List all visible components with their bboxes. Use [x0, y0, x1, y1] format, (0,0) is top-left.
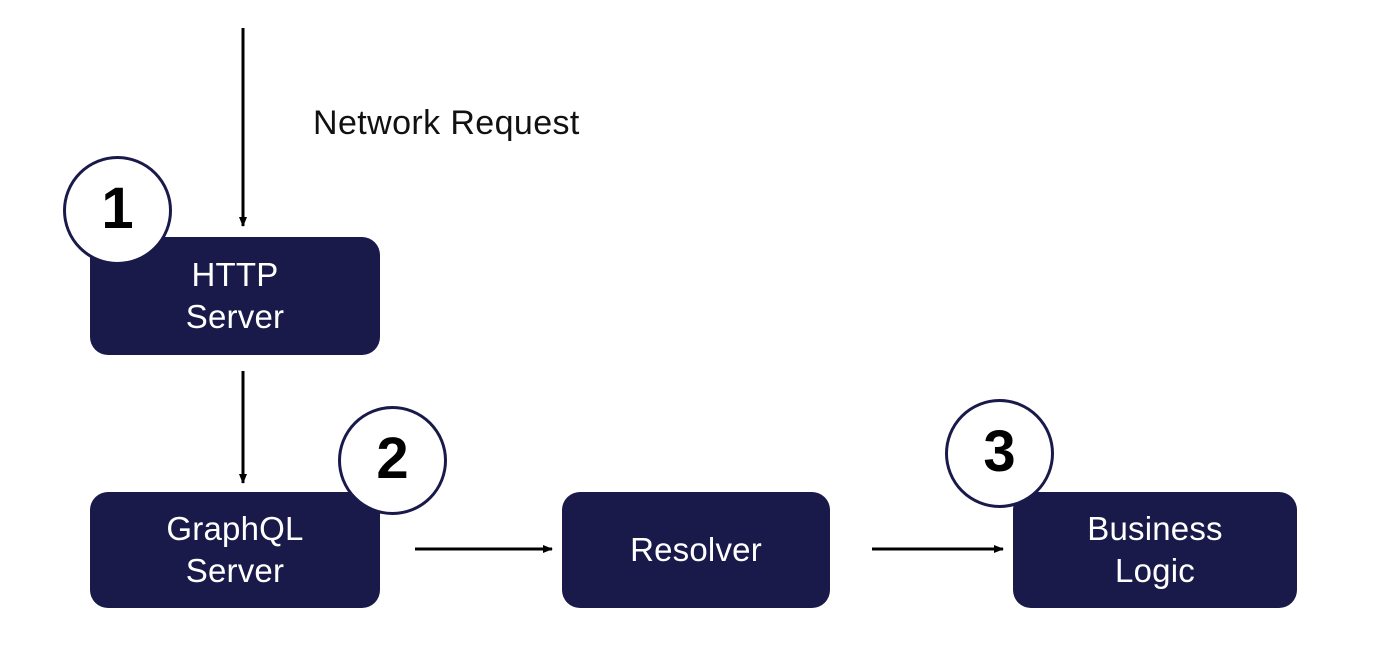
node-resolver[interactable]: Resolver	[562, 492, 830, 608]
step-badge-3-label: 3	[983, 418, 1016, 484]
caption-network-request: Network Request	[313, 104, 580, 143]
node-business-logic-label: Business Logic	[1087, 509, 1223, 589]
node-graphql-server-label: GraphQL Server	[166, 509, 304, 589]
step-badge-1: 1	[63, 156, 172, 265]
step-badge-3: 3	[945, 399, 1054, 508]
step-badge-1-label: 1	[101, 175, 134, 241]
step-badge-2: 2	[338, 406, 447, 515]
node-graphql-server[interactable]: GraphQL Server	[90, 492, 380, 608]
node-resolver-label: Resolver	[630, 530, 762, 568]
node-business-logic[interactable]: Business Logic	[1013, 492, 1297, 608]
caption-label: Network Request	[313, 104, 580, 142]
node-http-server-label: HTTP Server	[185, 255, 285, 335]
step-badge-2-label: 2	[376, 425, 409, 491]
